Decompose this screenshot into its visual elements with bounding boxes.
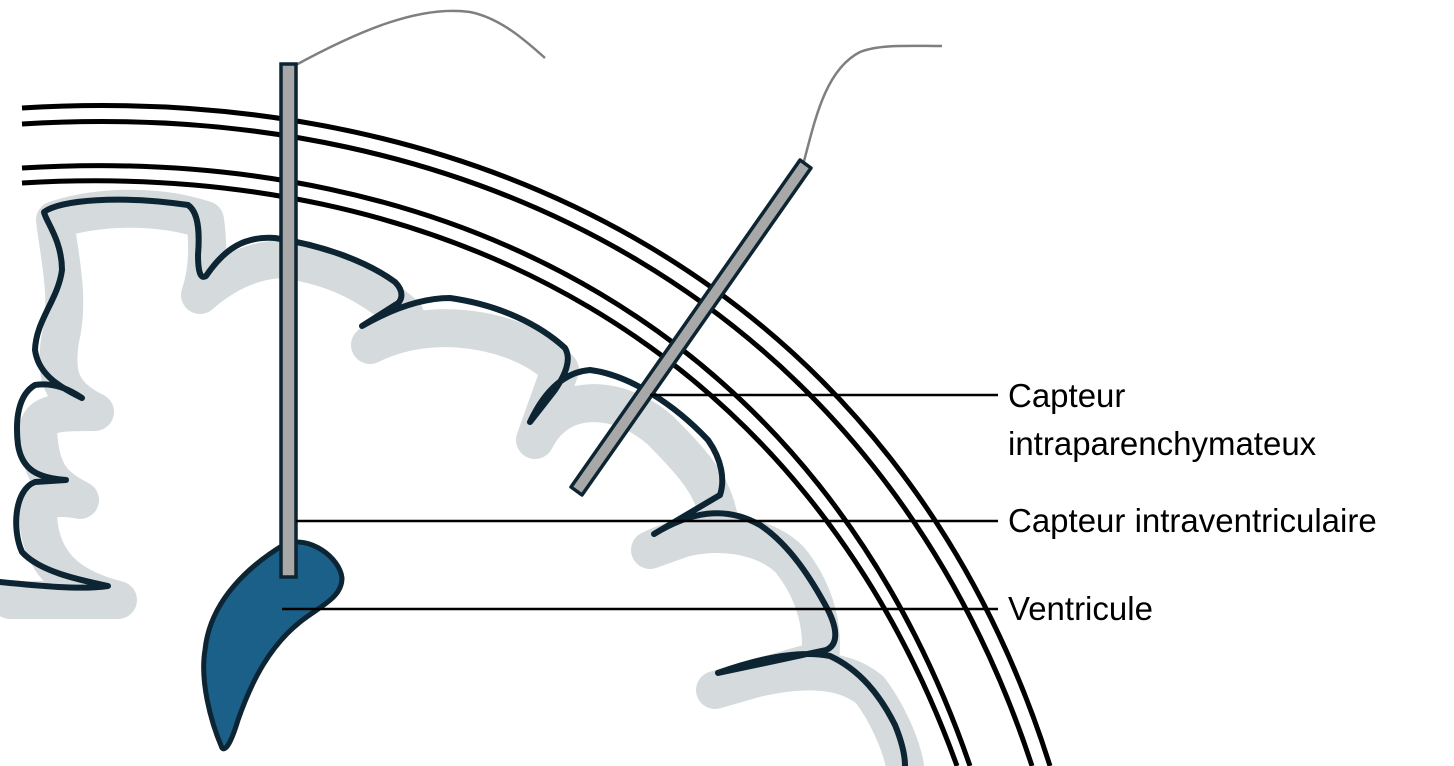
intraparenchymal-wire bbox=[801, 44, 943, 166]
dura-outer-arc bbox=[21, 163, 973, 766]
label-intraparenchymal-line2: intraparenchymateux bbox=[1008, 425, 1317, 462]
skull-outer-arc bbox=[21, 103, 1053, 766]
meningeal-layers bbox=[21, 103, 1053, 766]
cortex-shadow bbox=[0, 189, 924, 766]
label-intraventricular-sensor: Capteur intraventriculaire bbox=[1008, 502, 1377, 539]
intraventricular-wire bbox=[293, 9, 546, 68]
leader-lines bbox=[282, 393, 998, 611]
label-intraparenchymal-line1: Capteur bbox=[1008, 377, 1126, 414]
label-ventricle: Ventricule bbox=[1008, 590, 1153, 627]
label-intraparenchymal-sensor: Capteur intraparenchymateux bbox=[1008, 372, 1316, 468]
cortex-outline bbox=[0, 196, 908, 766]
dura-inner-arc bbox=[21, 178, 960, 766]
intraventricular-sensor bbox=[279, 62, 298, 579]
ventricle-shape bbox=[201, 539, 345, 752]
intraparenchymal-sensor bbox=[569, 158, 813, 497]
skull-inner-arc bbox=[21, 119, 1035, 766]
